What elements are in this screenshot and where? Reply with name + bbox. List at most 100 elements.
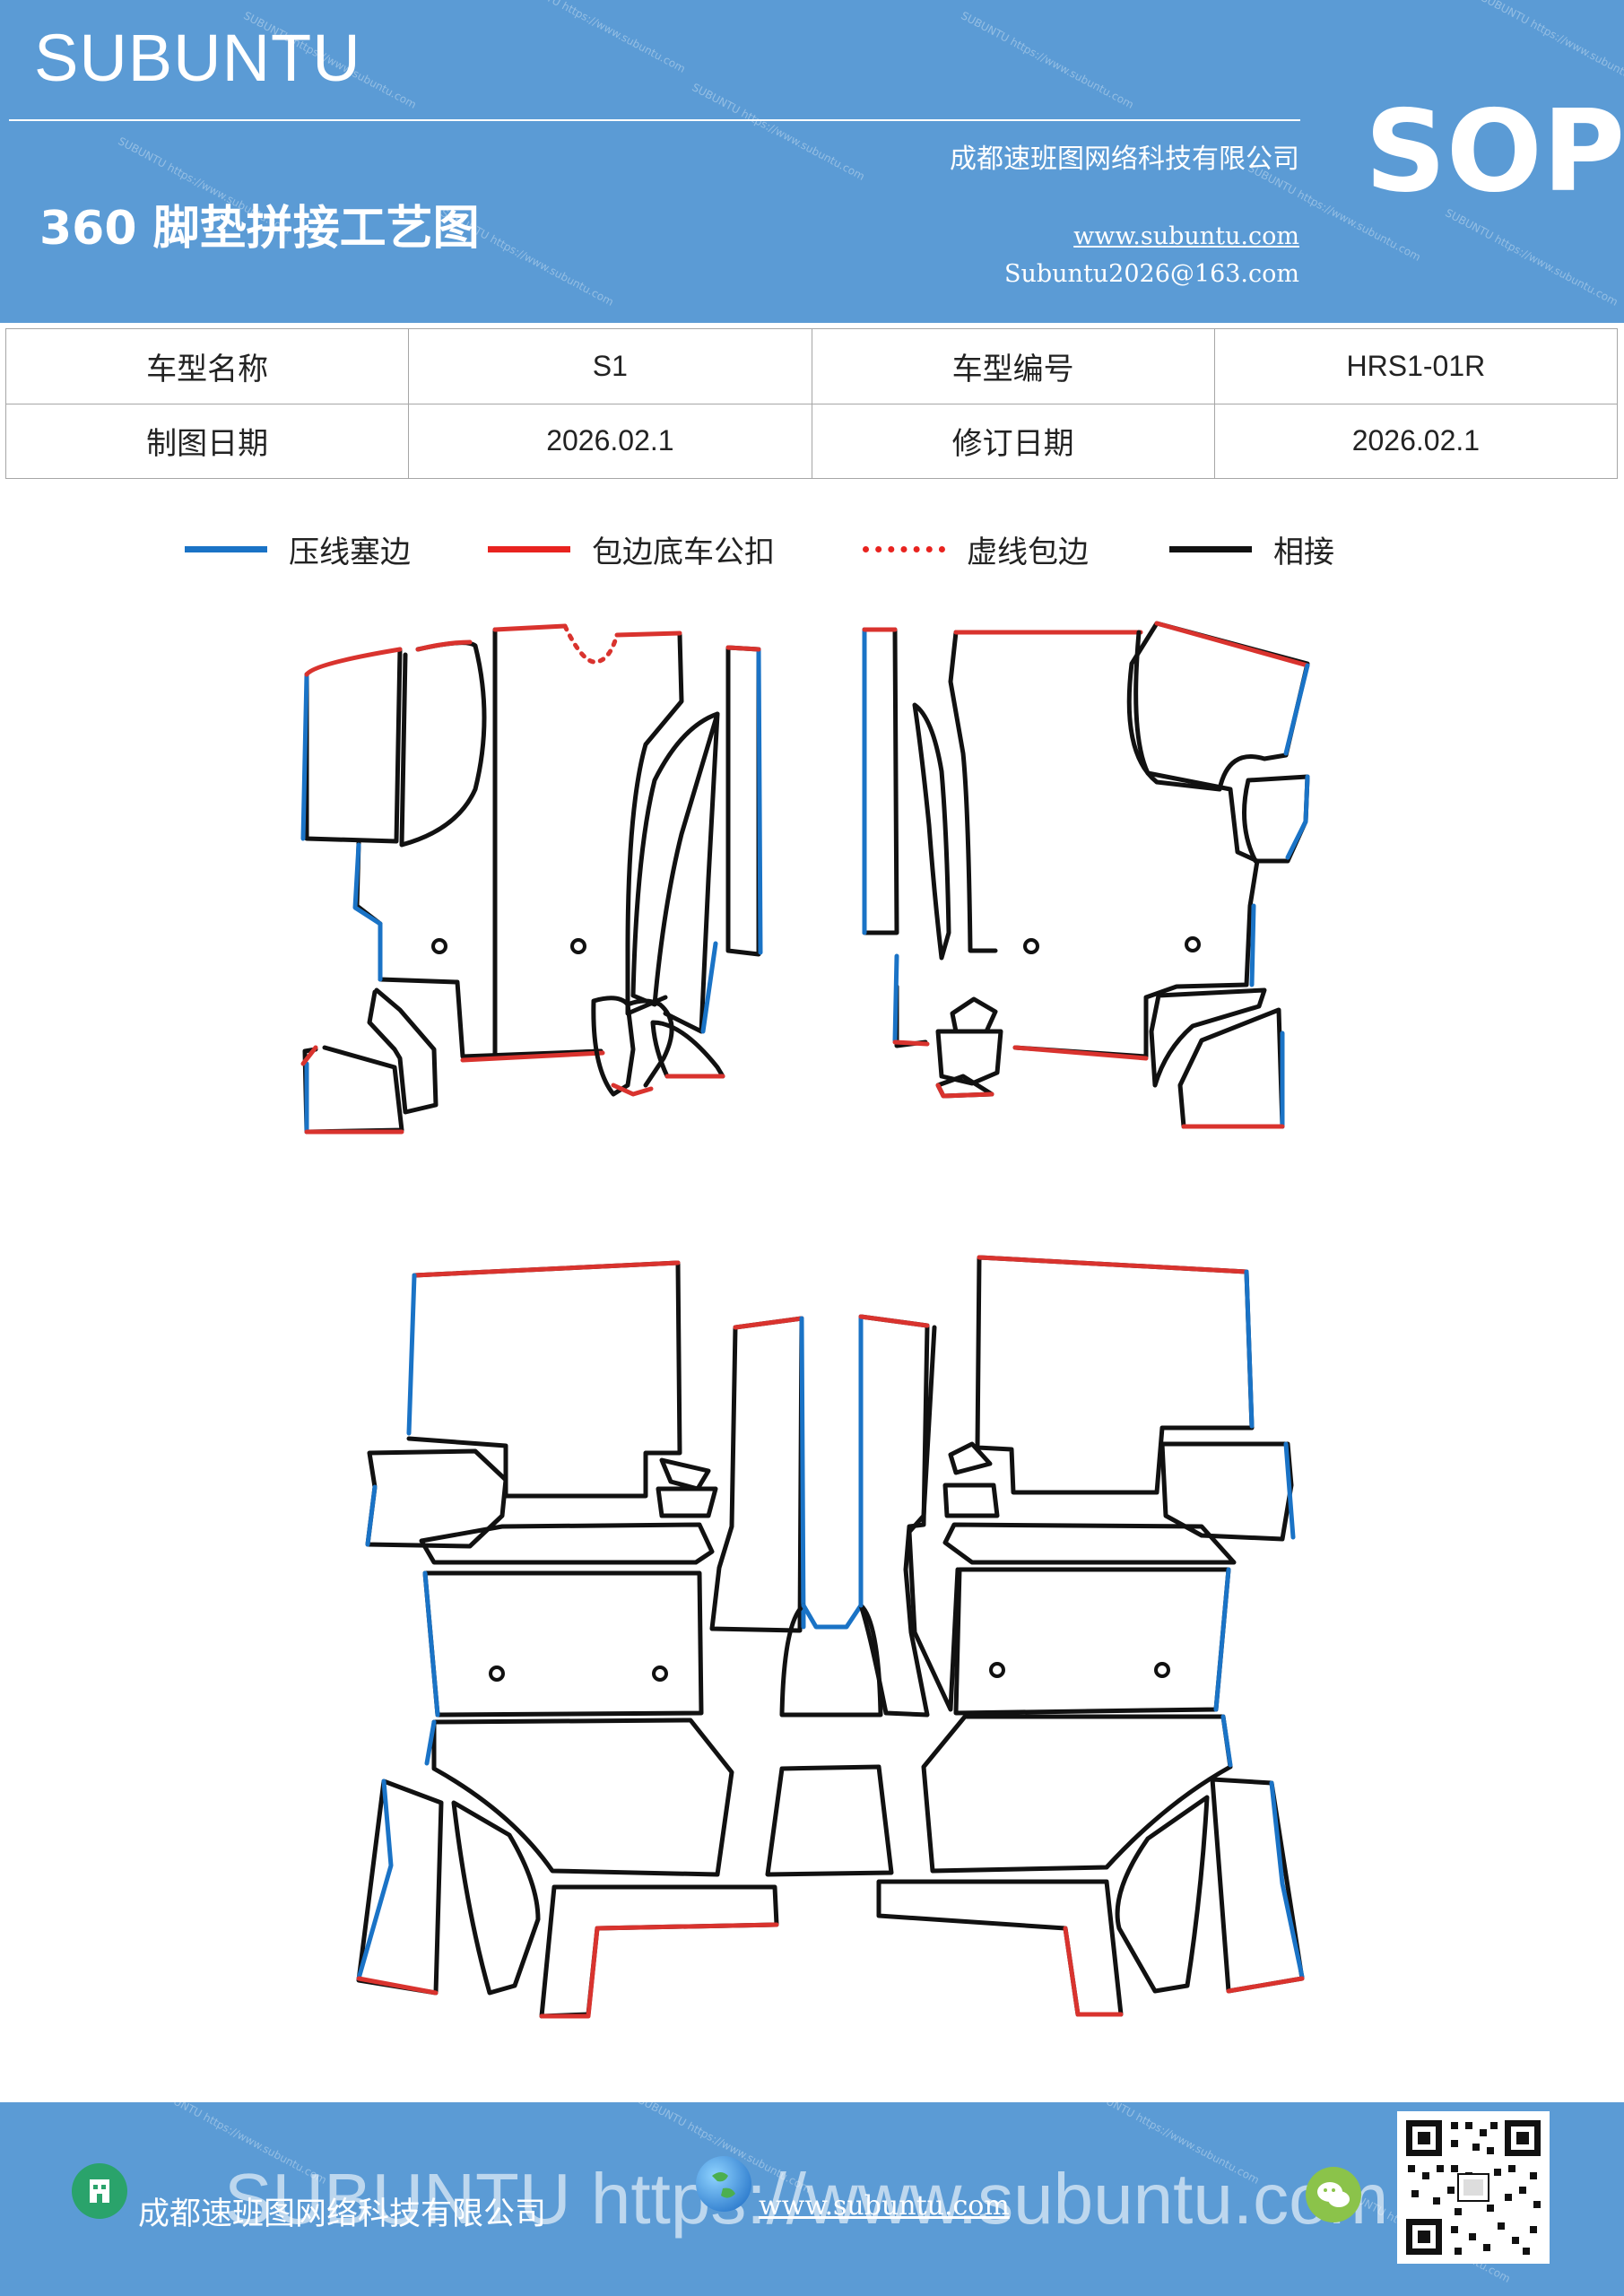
header-divider bbox=[9, 119, 1300, 121]
mat-piece bbox=[304, 647, 403, 844]
mat-piece bbox=[948, 630, 998, 953]
model-code-value: HRS1-01R bbox=[1213, 328, 1619, 404]
mat-edge-red bbox=[733, 1316, 804, 1330]
legend-item-dotted-wrap: 虚线包边 bbox=[863, 527, 1089, 571]
mat-piece bbox=[659, 1457, 711, 1492]
mat-edge-red bbox=[304, 647, 403, 677]
legend-item-press-line: 压线塞边 bbox=[185, 527, 411, 571]
mat-edge-blue bbox=[1283, 663, 1310, 756]
sop-badge: SOP bbox=[1365, 85, 1624, 217]
draw-date-value: 2026.02.1 bbox=[408, 403, 812, 479]
footer-banner: SUBUNTU https://www.subuntu.com SUBUNTU … bbox=[0, 2102, 1624, 2296]
mat-edge-red bbox=[935, 1083, 994, 1099]
brand-logo-text: SUBUNTU bbox=[34, 21, 361, 95]
mat-edge-red bbox=[725, 645, 761, 652]
mat-piece bbox=[656, 1486, 718, 1518]
center-tunnel-group bbox=[765, 1314, 930, 1877]
table-row: 车型名称 S1 车型编号 HRS1-01R bbox=[4, 328, 1619, 404]
mat-grommet bbox=[1185, 936, 1201, 952]
mat-piece bbox=[907, 1325, 960, 1712]
legend-label: 压线塞边 bbox=[289, 535, 411, 570]
mat-edge-red bbox=[1063, 1926, 1124, 2017]
mat-edge-red bbox=[892, 1039, 930, 1047]
mat-piece bbox=[365, 1448, 508, 1549]
mat-edge-red bbox=[539, 1922, 779, 2019]
mat-grommet bbox=[652, 1665, 668, 1682]
mat-piece bbox=[942, 1522, 1237, 1565]
mat-edge-red bbox=[492, 623, 568, 632]
mat-edge-blue bbox=[801, 1603, 864, 1630]
mat-piece bbox=[1126, 621, 1310, 792]
mat-piece bbox=[779, 1603, 883, 1718]
mat-edge-red-dotted bbox=[562, 623, 620, 665]
mat-piece bbox=[1115, 1795, 1210, 1994]
document-title: 360 脚垫拼接工艺图 bbox=[39, 202, 480, 256]
mat-piece bbox=[356, 1779, 444, 1996]
mat-piece bbox=[1012, 630, 1260, 1059]
company-name: 成都速班图网络科技有限公司 bbox=[950, 144, 1299, 175]
mat-edge-red bbox=[1012, 1045, 1149, 1061]
revise-date-value: 2026.02.1 bbox=[1213, 403, 1619, 479]
mat-piece bbox=[451, 1800, 541, 1996]
mat-edge-blue bbox=[700, 941, 718, 1034]
mat-grommet bbox=[989, 1662, 1005, 1678]
legend-label: 包边底车公扣 bbox=[592, 535, 775, 570]
wechat-icon bbox=[1306, 2167, 1361, 2222]
mat-edge-blue bbox=[300, 672, 309, 841]
legend-label: 相接 bbox=[1273, 535, 1334, 570]
mat-piece bbox=[921, 1714, 1233, 1874]
mat-grommet bbox=[1154, 1662, 1170, 1678]
mat-piece bbox=[367, 987, 439, 1115]
mat-edge-red bbox=[1154, 621, 1310, 668]
model-name-value: S1 bbox=[408, 328, 812, 404]
footer-website-link[interactable]: www.subuntu.com bbox=[759, 2190, 1010, 2222]
mat-grommet bbox=[431, 938, 447, 954]
mat-piece bbox=[406, 1260, 682, 1499]
mat-edge-red bbox=[460, 1050, 605, 1063]
mat-edge-blue bbox=[1283, 1441, 1296, 1540]
mat-edge-blue bbox=[424, 1719, 437, 1766]
legend-label: 虚线包边 bbox=[967, 535, 1089, 570]
footer-watermark: SUBUNTU https://www.subuntu.com bbox=[224, 2159, 1389, 2239]
mat-piece bbox=[725, 645, 761, 957]
mat-piece bbox=[354, 840, 604, 1059]
footer-company-name: 成都速班图网络科技有限公司 bbox=[138, 2196, 547, 2232]
mat-edge-red bbox=[415, 639, 473, 652]
header-banner: SUBUNTU https://www.subuntu.com SUBUNTU … bbox=[0, 0, 1624, 323]
mat-edge-blue bbox=[422, 1570, 440, 1718]
mat-piece bbox=[912, 702, 951, 961]
revise-date-label: 修订日期 bbox=[811, 403, 1215, 479]
mat-edge-blue bbox=[1269, 1780, 1305, 1979]
model-name-label: 车型名称 bbox=[4, 328, 410, 404]
legend-swatch bbox=[488, 546, 570, 552]
mat-piece bbox=[419, 1522, 715, 1565]
mat-piece bbox=[894, 984, 928, 1048]
mat-piece bbox=[630, 711, 720, 1007]
website-link[interactable]: www.subuntu.com bbox=[1073, 222, 1299, 250]
mat-piece bbox=[876, 1879, 1124, 2017]
mat-piece bbox=[953, 1567, 1231, 1716]
mat-edge-blue bbox=[799, 1316, 806, 1630]
mat-piece bbox=[1242, 774, 1310, 864]
email-address: Subuntu2026@163.com bbox=[1004, 260, 1299, 288]
mat-edge-blue bbox=[406, 1273, 417, 1436]
mat-piece bbox=[975, 1255, 1255, 1495]
mat-piece bbox=[950, 996, 998, 1034]
mat-piece bbox=[765, 1764, 894, 1877]
front-right-mat-group bbox=[862, 621, 1310, 1129]
mat-edge-red bbox=[611, 1083, 654, 1097]
mat-edge-blue bbox=[356, 1779, 394, 1981]
mat-piece bbox=[942, 1483, 1000, 1518]
mat-grommet bbox=[570, 938, 586, 954]
mat-edge-red bbox=[858, 1314, 930, 1328]
mat-piece bbox=[709, 1316, 804, 1633]
mat-edge-red bbox=[1226, 1976, 1305, 1994]
mat-edge-red bbox=[300, 1045, 318, 1066]
table-row: 制图日期 2026.02.1 修订日期 2026.02.1 bbox=[4, 403, 1619, 479]
mat-piece bbox=[663, 711, 720, 1034]
mat-edge-blue bbox=[365, 1484, 378, 1547]
legend-swatch bbox=[185, 546, 267, 552]
mat-piece bbox=[492, 627, 604, 1059]
mat-piece bbox=[431, 1718, 734, 1877]
mat-piece bbox=[858, 1314, 930, 1718]
